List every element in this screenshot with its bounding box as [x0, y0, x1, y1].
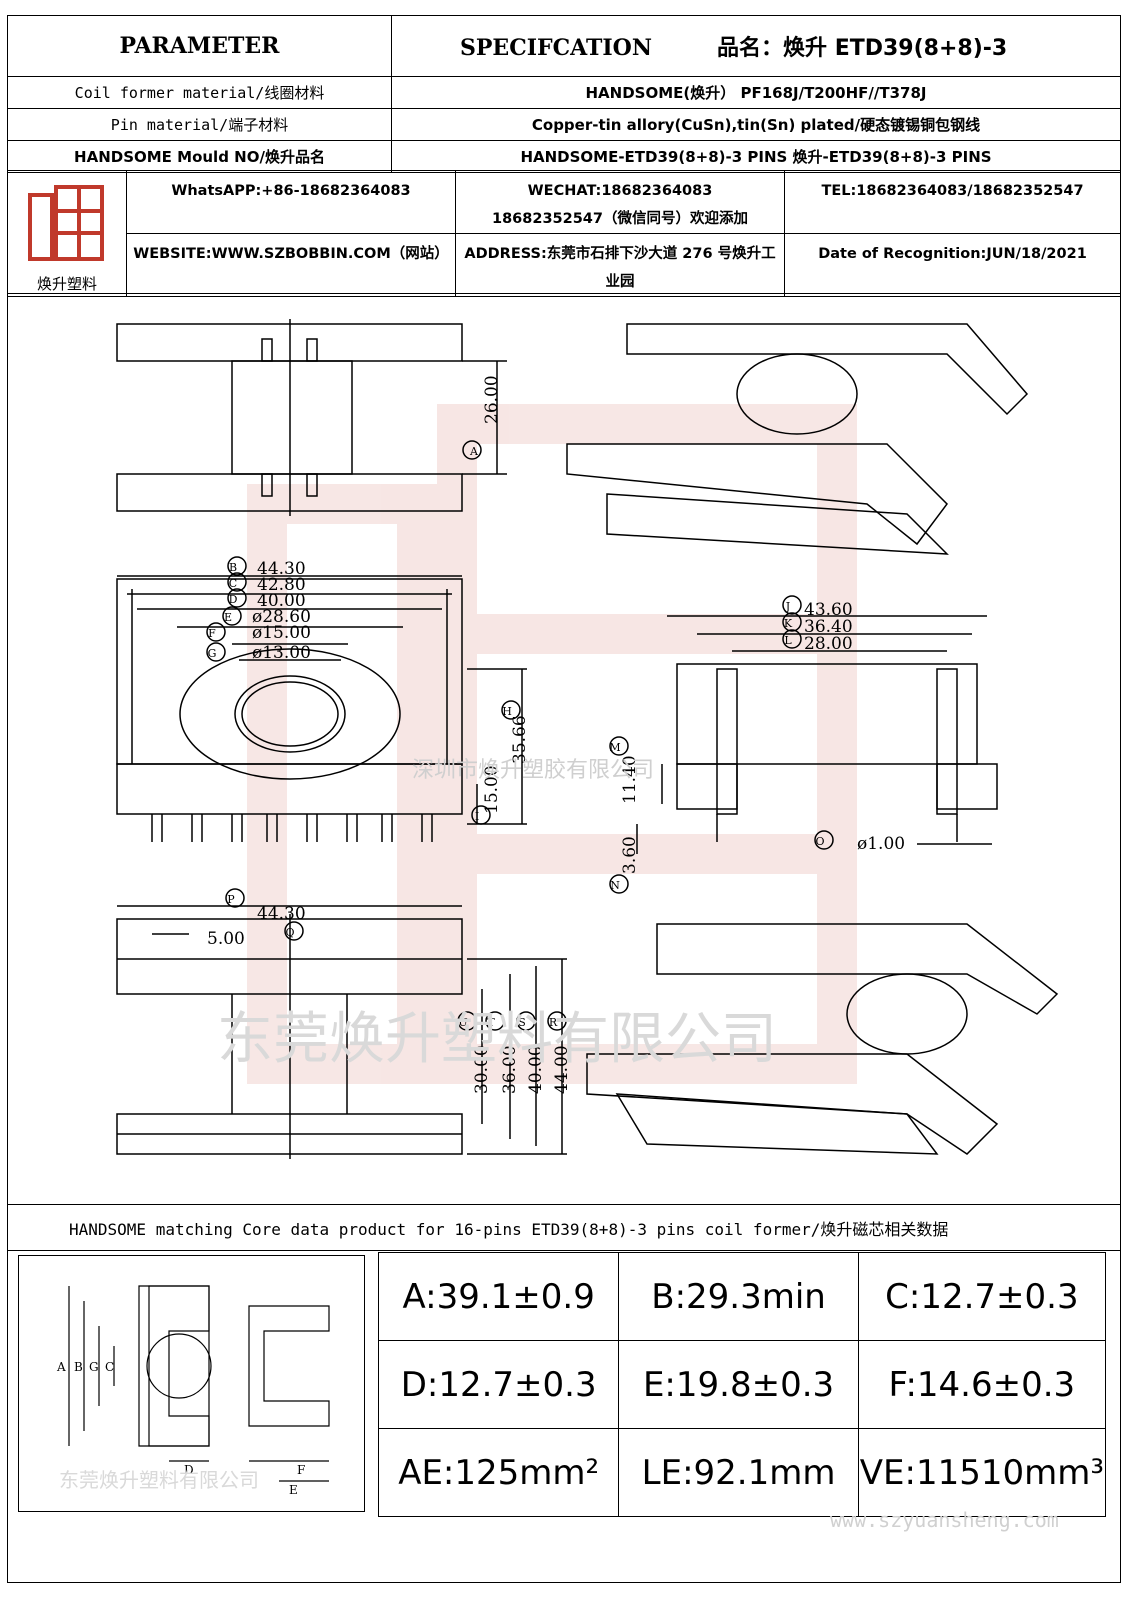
company-info-table: 焕升塑料 WhatsAPP:+86-18682364083 WECHAT:186…: [7, 170, 1121, 297]
wechat-cell: WECHAT:18682364083 18682352547（微信同号）欢迎添加: [455, 170, 785, 234]
spec-heading-cell: SPECIFCATION 品名：焕升 ETD39(8+8)-3: [391, 15, 1121, 77]
wechat-secondary: 18682352547（微信同号）欢迎添加: [492, 211, 748, 227]
drawing-svg: A 26.00 B 44.30 C 42.80 D 40.00 E ø28.60…: [116, 319, 1059, 1159]
mould-no-label: HANDSOME Mould NO/焕升品名: [7, 140, 392, 173]
svg-text:L: L: [784, 634, 792, 647]
pin-material-label: Pin material/端子材料: [7, 108, 392, 141]
watermark-small: 深圳市焕升塑胶有限公司: [412, 758, 655, 783]
website[interactable]: WEBSITE:WWW.SZBOBBIN.COM（网站）: [126, 233, 456, 297]
dim-N: 3.60: [620, 836, 640, 874]
wechat: WECHAT:18682364083: [527, 183, 713, 199]
svg-text:Q: Q: [285, 926, 294, 939]
footer-url: www.szyuansheng.com: [830, 1508, 1059, 1532]
whatsapp: WhatsAPP:+86-18682364083: [126, 170, 456, 234]
tel: TEL:18682364083/18682352547: [784, 170, 1121, 234]
dim-B: 44.30: [257, 559, 306, 579]
core-diagram: A B G C D F E 东莞焕升塑料有限公司: [18, 1255, 365, 1512]
watermark-large: 东莞焕升塑料有限公司: [217, 1007, 777, 1072]
dim-E: ø28.60: [252, 607, 311, 627]
dim-I: 15.00: [482, 765, 502, 814]
core-label-b: B: [74, 1360, 83, 1374]
core-label-e: E: [289, 1483, 298, 1497]
parameter-heading: PARAMETER: [7, 15, 392, 77]
svg-text:K: K: [784, 617, 793, 630]
dim-J: 43.60: [804, 600, 853, 620]
core-label-c: C: [105, 1360, 114, 1374]
core-a: A:39.1±0.9: [377, 1252, 620, 1341]
svg-text:J: J: [785, 600, 790, 613]
coil-material-label: Coil former material/线圈材料: [7, 76, 392, 109]
core-f: F:14.6±0.3: [857, 1340, 1107, 1429]
svg-text:C: C: [229, 577, 237, 590]
dim-F: ø15.00: [252, 623, 311, 643]
logo-cell: 焕升塑料: [7, 170, 127, 297]
pin-material-value: Copper-tin allory(CuSn),tin(Sn) plated/硬…: [391, 108, 1121, 141]
technical-drawing: A 26.00 B 44.30 C 42.80 D 40.00 E ø28.60…: [7, 293, 1121, 1205]
core-c: C:12.7±0.3: [857, 1252, 1107, 1341]
core-e: E:19.8±0.3: [618, 1340, 859, 1429]
core-watermark: 东莞焕升塑料有限公司: [59, 1468, 259, 1492]
svg-text:S: S: [518, 1016, 526, 1029]
mould-no-value: HANDSOME-ETD39(8+8)-3 PINS 焕升-ETD39(8+8)…: [391, 140, 1121, 173]
core-le: LE:92.1mm: [618, 1428, 859, 1517]
spec-heading: SPECIFCATION: [460, 35, 652, 61]
core-label-f: F: [297, 1463, 305, 1477]
dim-U: 30.00: [472, 1045, 492, 1094]
coil-material-value: HANDSOME(焕升） PF168J/T200HF//T378J: [391, 76, 1121, 109]
svg-text:U: U: [458, 1016, 467, 1029]
core-diagram-svg: A B G C D F E: [56, 1285, 330, 1497]
svg-text:D: D: [229, 593, 238, 606]
core-ae: AE:125mm²: [377, 1428, 620, 1517]
dim-M: 11.40: [620, 755, 640, 804]
dim-Q: 5.00: [207, 929, 245, 949]
svg-text:A: A: [469, 445, 479, 458]
product-title: 品名：焕升 ETD39(8+8)-3: [717, 36, 1008, 61]
parameter-table: PARAMETER SPECIFCATION 品名：焕升 ETD39(8+8)-…: [7, 15, 1121, 173]
svg-text:I: I: [475, 810, 479, 823]
dim-S: 40.00: [526, 1045, 546, 1094]
svg-text:E: E: [224, 611, 232, 624]
core-ve: VE:11510mm³: [857, 1428, 1107, 1517]
logo-caption: 焕升塑料: [36, 274, 97, 293]
svg-text:H: H: [502, 705, 512, 718]
svg-text:T: T: [487, 1016, 495, 1029]
core-label-a: A: [56, 1360, 66, 1374]
address: ADDRESS:东莞市石排下沙大道 276 号焕升工业园: [455, 233, 785, 297]
dim-L: 28.00: [804, 634, 853, 654]
svg-text:R: R: [549, 1016, 558, 1029]
dim-T: 36.00: [500, 1045, 520, 1094]
dim-G: ø13.00: [252, 643, 311, 663]
dim-K: 36.40: [804, 617, 853, 637]
date-of-recognition: Date of Recognition:JUN/18/2021: [784, 233, 1121, 297]
core-label-g: G: [89, 1360, 99, 1374]
core-b: B:29.3min: [618, 1252, 859, 1341]
svg-text:F: F: [208, 627, 216, 640]
svg-text:B: B: [229, 561, 237, 574]
dim-O: ø1.00: [857, 834, 905, 854]
core-data-grid: A:39.1±0.9 B:29.3min C:12.7±0.3 D:12.7±0…: [377, 1252, 1107, 1517]
svg-text:M: M: [609, 741, 620, 754]
dim-H: 35.66: [510, 715, 530, 764]
core-d: D:12.7±0.3: [377, 1340, 620, 1429]
core-label-d: D: [184, 1463, 194, 1477]
svg-text:G: G: [208, 647, 217, 660]
dim-P: 44.30: [257, 904, 306, 924]
core-data-title: HANDSOME matching Core data product for …: [7, 1205, 1121, 1251]
dim-D: 40.00: [257, 591, 306, 611]
svg-text:O: O: [815, 835, 824, 848]
dim-C: 42.80: [257, 575, 306, 595]
dim-A: 26.00: [482, 375, 502, 424]
svg-text:N: N: [610, 879, 620, 892]
dim-R: 44.00: [552, 1045, 572, 1094]
company-logo: [28, 184, 104, 261]
svg-text:P: P: [227, 893, 235, 906]
